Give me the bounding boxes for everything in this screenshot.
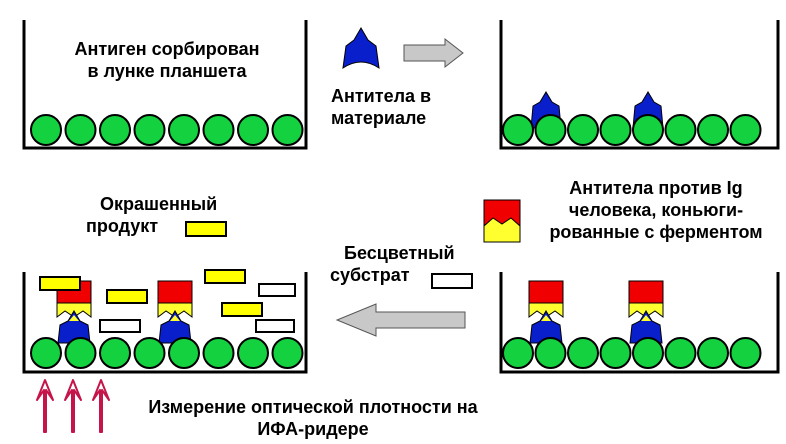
well-colored-product: [22, 269, 308, 374]
label-colorless-substrate: Бесцветный субстрат: [330, 243, 455, 285]
bead: [99, 114, 131, 146]
antigen-beads-row: [30, 114, 304, 146]
conjugate-icon: [483, 199, 521, 243]
well-wall: [499, 272, 780, 374]
bead: [30, 337, 62, 369]
bead: [729, 337, 762, 369]
bead: [632, 337, 664, 369]
bead: [64, 114, 97, 146]
bead: [534, 337, 567, 369]
label-antibodies: Антитела в материале: [331, 86, 432, 128]
bead: [729, 114, 762, 146]
light-arrow-icon: [36, 379, 54, 433]
bead: [664, 337, 697, 369]
bead: [632, 114, 664, 146]
bead: [567, 114, 599, 146]
bead: [202, 114, 235, 146]
bound-conjugate: [157, 280, 193, 344]
bead: [168, 114, 200, 146]
bound-conjugate: [628, 280, 664, 344]
bead: [64, 337, 97, 369]
antibody-icon: [342, 27, 380, 70]
well-conjugate-bound: [499, 272, 780, 374]
bead: [271, 337, 304, 369]
arrow-right-icon: [403, 37, 464, 69]
label-colored-product: Окрашенный продукт: [86, 194, 218, 236]
colored-product-icon: [185, 221, 227, 237]
beads-row: [30, 337, 304, 369]
well-wall: [22, 20, 308, 150]
label-measurement: Измерение оптической плотности на ИФА-ри…: [148, 397, 478, 439]
bead: [237, 114, 269, 146]
well-wall: [499, 20, 780, 150]
bead: [133, 337, 166, 369]
beads-row: [502, 114, 762, 146]
bead: [133, 114, 166, 146]
bead: [168, 337, 200, 369]
bead: [237, 337, 269, 369]
light-arrow-icon: [64, 379, 82, 433]
bead: [202, 337, 235, 369]
bead: [502, 114, 534, 146]
colorless-substrate-icon: [431, 273, 473, 289]
bead: [664, 114, 697, 146]
bound-conjugate: [528, 280, 564, 344]
label-anti-ig-conjugate: Антитела против Ig человека, коньюги- ро…: [549, 178, 763, 242]
label-antigen: Антиген сорбирован в лунке планшета: [74, 39, 260, 81]
substrate-white: [255, 319, 295, 333]
bead: [599, 114, 632, 146]
bead: [534, 114, 567, 146]
product-yellow: [221, 302, 263, 317]
bead: [697, 114, 729, 146]
well-antigen-sorbed: [22, 20, 308, 150]
bead: [30, 114, 62, 146]
product-yellow: [106, 289, 148, 304]
product-yellow: [39, 276, 81, 291]
bead: [567, 337, 599, 369]
bead: [697, 337, 729, 369]
well-antibodies-bound: [499, 20, 780, 150]
beads-row: [502, 337, 762, 369]
arrow-left-icon: [335, 303, 466, 337]
bead: [502, 337, 534, 369]
light-arrow-icon: [92, 379, 110, 433]
well-wall: [22, 272, 308, 374]
light-arrows: [36, 379, 110, 433]
product-yellow: [204, 269, 246, 284]
bead: [599, 337, 632, 369]
substrate-white: [99, 319, 141, 333]
bead: [99, 337, 131, 369]
bead: [271, 114, 304, 146]
substrate-white: [258, 283, 296, 297]
